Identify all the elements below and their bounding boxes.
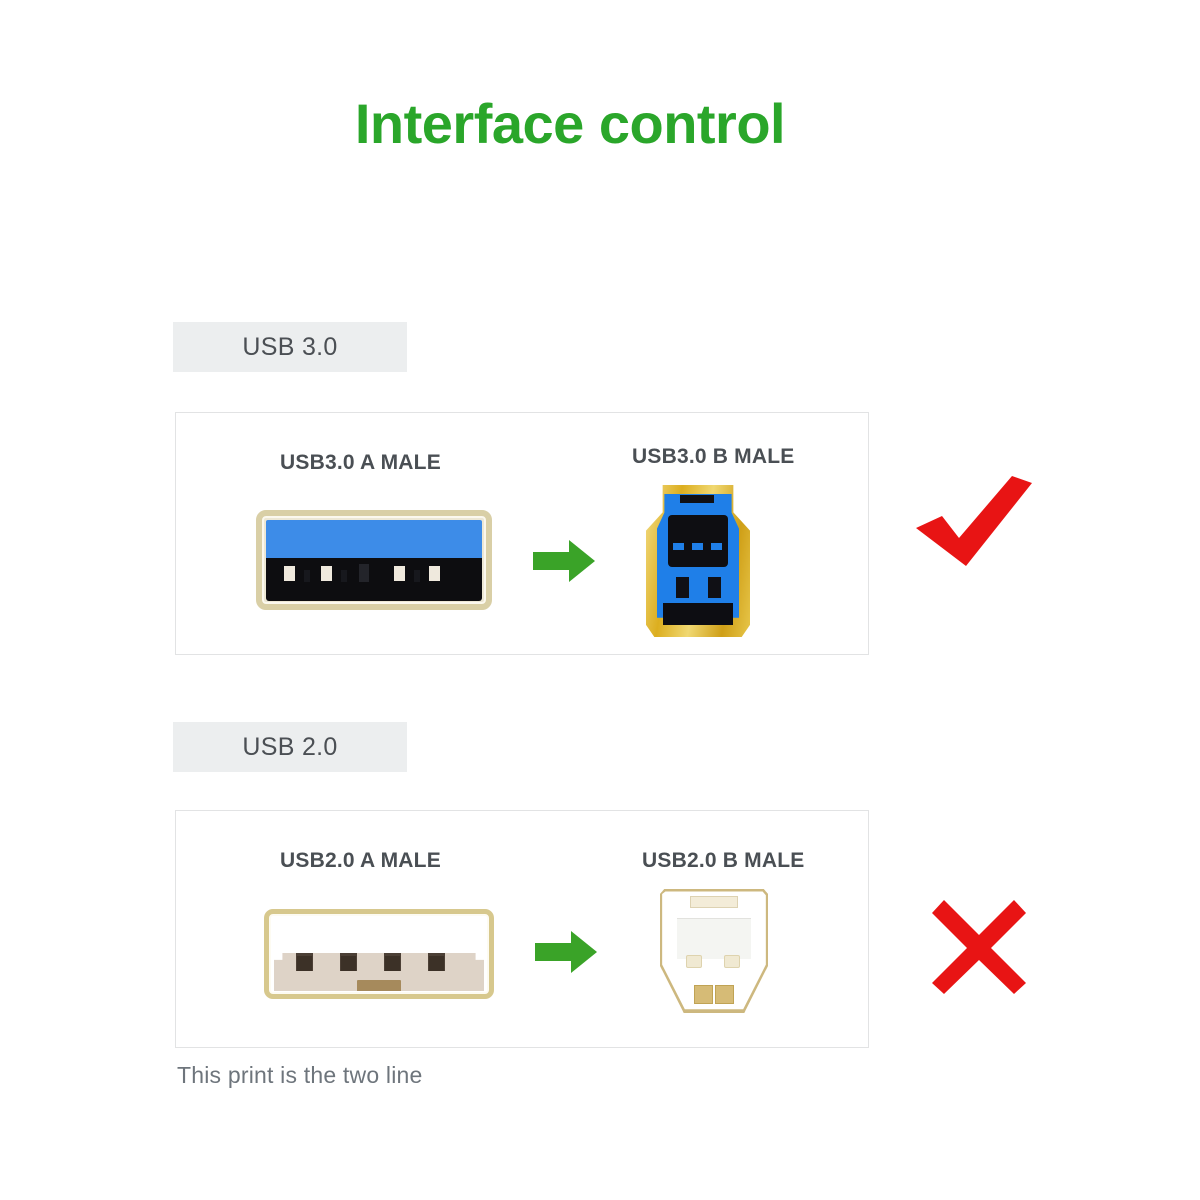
connector-top-notch	[680, 495, 714, 503]
connector-label-usb20-b: USB2.0 B MALE	[642, 849, 805, 872]
cross-mark-icon	[930, 898, 1028, 996]
connector-recess	[677, 918, 751, 959]
connector-label-usb30-a: USB3.0 A MALE	[280, 451, 441, 474]
connector-insulator-block	[274, 953, 484, 991]
contact-pin	[686, 955, 702, 968]
cavity-bump	[692, 543, 703, 550]
connector-tab	[357, 980, 401, 991]
contact-pin	[321, 566, 332, 581]
connector-leg	[676, 577, 689, 598]
connector-label-usb20-a: USB2.0 A MALE	[280, 849, 441, 872]
contact-slot	[359, 564, 369, 582]
contact-gap	[304, 570, 310, 582]
gold-contact-pad	[694, 985, 713, 1004]
contact-pin	[384, 953, 401, 971]
connector-leg	[708, 577, 721, 598]
contact-gap	[341, 570, 347, 582]
connector-cavity	[668, 515, 728, 567]
contact-pin	[428, 953, 445, 971]
panel-usb30: USB3.0 A MALE USB3.0 B MALE	[175, 412, 869, 655]
check-mark-icon	[912, 472, 1036, 570]
connector-blue-body	[266, 520, 482, 558]
footnote-text: This print is the two line	[177, 1062, 423, 1088]
connector-base	[663, 603, 733, 625]
arrow-right-icon	[533, 929, 599, 975]
usb3-b-male-connector-icon	[646, 485, 750, 637]
section-badge-usb20: USB 2.0	[173, 722, 407, 772]
contact-pin	[724, 955, 740, 968]
cavity-bump	[711, 543, 722, 550]
contact-pin	[429, 566, 440, 581]
gold-contact-pad	[715, 985, 734, 1004]
contact-pin	[284, 566, 295, 581]
page-title: Interface control	[354, 92, 786, 155]
contact-gap	[414, 570, 420, 582]
usb3-a-male-connector-icon	[256, 510, 492, 610]
arrow-right-icon	[531, 538, 597, 584]
connector-label-usb30-b: USB3.0 B MALE	[632, 445, 795, 468]
contact-pin	[296, 953, 313, 971]
contact-pin	[394, 566, 405, 581]
usb2-a-male-connector-icon	[264, 909, 494, 999]
panel-usb20: USB2.0 A MALE USB2.0 B MALE	[175, 810, 869, 1048]
cavity-bump	[673, 543, 684, 550]
connector-top-bar	[690, 896, 738, 908]
connector-contact-bay	[266, 558, 482, 601]
usb2-b-male-connector-icon	[660, 889, 768, 1013]
section-badge-usb30: USB 3.0	[173, 322, 407, 372]
contact-pin	[340, 953, 357, 971]
